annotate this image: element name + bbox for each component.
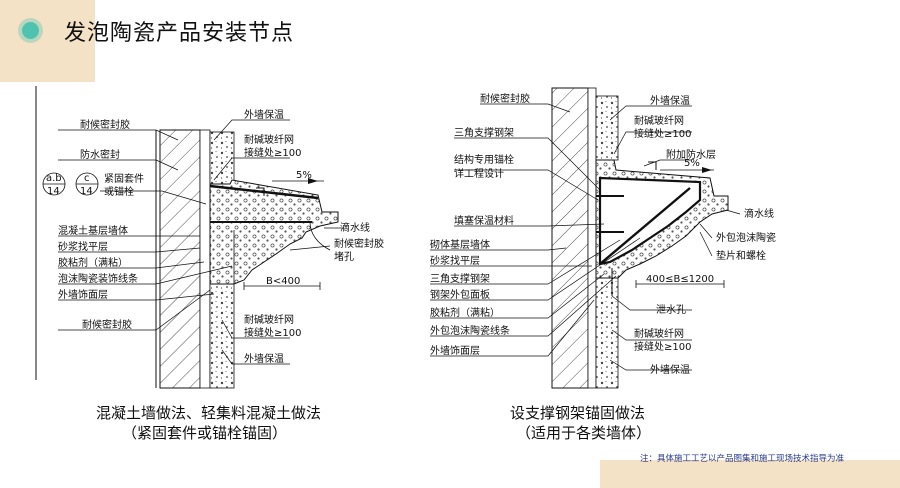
left-mortar: 砂浆找平层 (58, 240, 108, 253)
left-caption-2: （紧固套件或锚栓锚固） (122, 424, 287, 442)
right-masonry: 砌体基层墙体 (430, 238, 490, 251)
right-steel-panel: 钢架外包面板 (430, 288, 490, 301)
right-mortar: 砂浆找平层 (430, 254, 480, 267)
left-detail: 5% B<400 耐候密封胶 防水密封 a. (42, 108, 384, 442)
right-caption-2: （适用于各类墙体） (516, 424, 651, 442)
left-mesh-bot-2: 接缝处≥100 (244, 326, 301, 339)
right-drip: 滴水线 (744, 207, 774, 220)
left-facing: 外墙饰面层 (58, 288, 108, 301)
left-base-wall: 混凝土基层墙体 (58, 224, 128, 237)
right-washer: 垫片和螺栓 (716, 249, 766, 262)
left-fastener-1: 紧固套件 (104, 172, 144, 185)
left-ceramic-molding (209, 179, 339, 285)
right-insulation-bottom (595, 277, 619, 389)
right-insulation-top-label: 外墙保温 (650, 94, 690, 107)
page-title: 发泡陶瓷产品安装节点 (64, 21, 295, 46)
right-mesh-bot-1: 耐碱玻纤网 (634, 327, 684, 340)
corner-decoration-top-left (0, 0, 95, 82)
left-drip: 滴水线 (340, 221, 370, 234)
left-width-label: B<400 (266, 276, 300, 287)
right-caption-1: 设支撑钢架锚固做法 (510, 404, 645, 422)
left-fastener-2: 或锚栓 (104, 185, 134, 198)
left-waterproof-seal: 防水密封 (80, 148, 120, 161)
left-mesh-top-2: 接缝处≥100 (244, 146, 301, 159)
corner-decoration-bottom-right (600, 460, 900, 488)
right-sealant-top: 耐候密封胶 (480, 92, 530, 105)
right-extra-waterproof: 附加防水层 (666, 148, 716, 161)
right-mesh-top-1: 耐碱玻纤网 (634, 114, 684, 127)
right-anchor-1: 结构专用锚栓 (454, 153, 514, 166)
footer-note: 注：具体施工工艺以产品图集和施工现场技术指导为准 (640, 454, 845, 464)
left-adhesive: 胶粘剂（满粘） (58, 256, 128, 269)
left-insulation-top-label: 外墙保温 (244, 108, 284, 121)
left-sealant-top: 耐候密封胶 (80, 118, 130, 131)
left-ref-14b: 14 (80, 186, 93, 197)
right-adhesive: 胶粘剂（满粘） (430, 306, 500, 319)
left-seal-2: 堵孔 (334, 250, 354, 263)
right-mesh-bot-2: 接缝处≥100 (634, 340, 691, 353)
right-width-label: 400≤B≤1200 (646, 274, 714, 285)
right-ceramic-wrap-label: 外包泡沫陶瓷 (716, 231, 776, 244)
left-ref-ab: a.b (46, 173, 62, 184)
right-insulation-bot: 外墙保温 (650, 363, 690, 376)
right-slope-label: 5% (684, 158, 700, 169)
left-molding: 泡沫陶瓷装饰线条 (58, 272, 138, 285)
left-seal-1: 耐候密封胶 (334, 237, 384, 250)
left-insulation-top (209, 131, 235, 185)
right-insulation-top (595, 95, 619, 161)
left-caption-1: 混凝土墙做法、轻集料混凝土做法 (96, 404, 321, 422)
right-triangle-frame: 三角支撑钢架 (454, 126, 514, 139)
left-ref-14a: 14 (47, 186, 60, 197)
left-insulation-bot: 外墙保温 (244, 352, 284, 365)
title-bullet-icon (22, 22, 39, 39)
left-sealant-bottom: 耐候密封胶 (82, 318, 132, 331)
left-insulation-bottom (209, 283, 235, 389)
left-ref-c: c (84, 173, 90, 184)
right-fill: 填塞保温材料 (454, 214, 514, 227)
left-mesh-bot-1: 耐碱玻纤网 (244, 313, 294, 326)
right-mesh-top-2: 接缝处≥100 (634, 127, 691, 140)
right-molding: 外包泡沫陶瓷线条 (430, 324, 510, 337)
right-drain-hole: 泄水孔 (656, 303, 686, 316)
right-triangle-frame-2: 三角支撑钢架 (430, 272, 490, 285)
right-anchor-2: 详工程设计 (454, 167, 504, 180)
right-masonry-wall (551, 87, 589, 389)
left-mesh-top-1: 耐碱玻纤网 (244, 133, 294, 146)
left-concrete-wall (159, 129, 201, 389)
right-facing: 外墙饰面层 (430, 344, 480, 357)
left-slope-label: 5% (296, 170, 312, 181)
left-mortar-layer (199, 129, 211, 389)
right-detail: 5% 400≤B≤1200 耐候密封胶 (430, 87, 776, 442)
